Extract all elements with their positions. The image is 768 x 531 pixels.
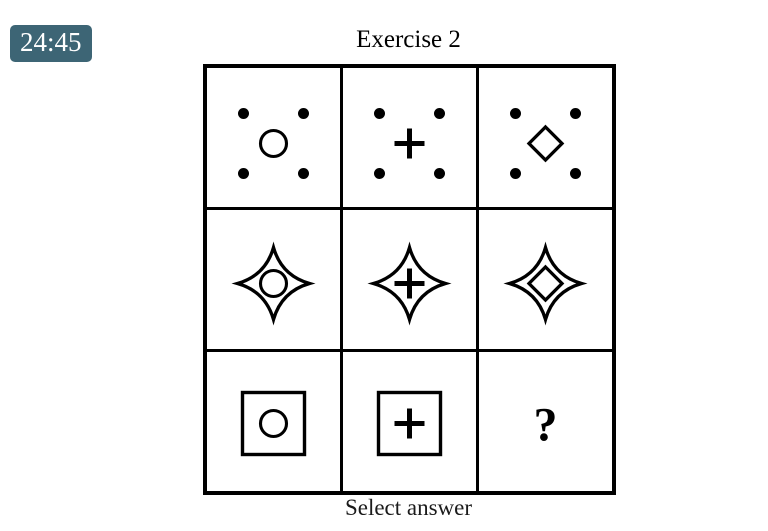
grid-cell-star-diamond bbox=[479, 210, 612, 349]
select-answer-label: Select answer bbox=[344, 495, 473, 520]
grid-cell-square-circle bbox=[207, 352, 340, 491]
grid-cell-square-plus bbox=[343, 352, 476, 491]
grid-cell-unknown: ? bbox=[479, 352, 612, 491]
grid-cell-star-circle bbox=[207, 210, 340, 349]
grid-cell-dots-circle bbox=[207, 68, 340, 207]
timer-badge: 24:45 bbox=[10, 25, 92, 62]
svg-text:?: ? bbox=[534, 399, 558, 452]
page-title: Exercise 2 bbox=[356, 26, 461, 53]
puzzle-grid: ? bbox=[203, 64, 616, 495]
grid-cell-star-plus bbox=[343, 210, 476, 349]
grid-cell-dots-plus bbox=[343, 68, 476, 207]
grid-cell-dots-diamond bbox=[479, 68, 612, 207]
